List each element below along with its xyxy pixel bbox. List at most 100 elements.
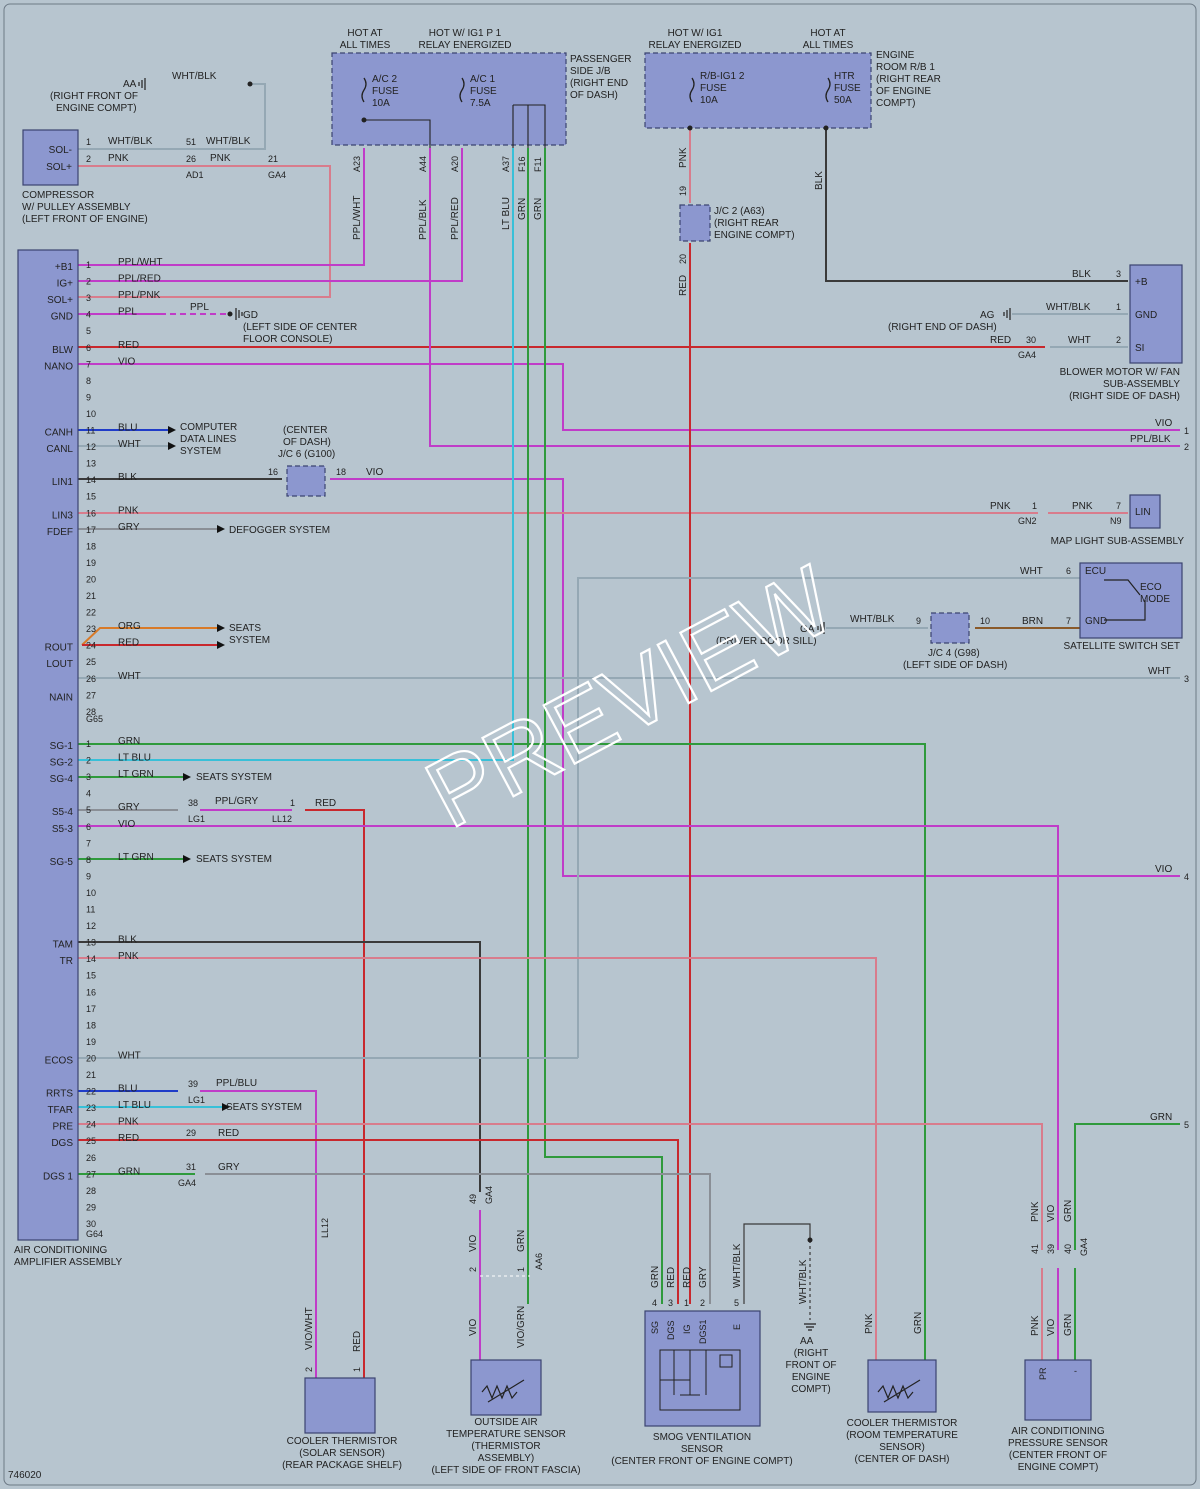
wire-label-grn: GRN	[650, 1266, 661, 1288]
pressure-sensor-box	[1024, 1359, 1092, 1421]
g64-pin-wire: GRY	[118, 802, 140, 813]
marks	[138, 78, 1011, 1331]
erb-fuse2-1: FUSE	[834, 83, 861, 94]
smog-internal-icon	[659, 1349, 741, 1411]
conn-lg1: LG1	[188, 814, 205, 824]
g65-pin-wire: BLK	[118, 472, 137, 483]
conn-ga4: GA4	[178, 1178, 196, 1188]
compressor-pin-sol-minus: SOL-	[49, 145, 72, 156]
g64-pin-number: 27	[86, 1169, 96, 1179]
g64-pin-number: 14	[86, 954, 96, 964]
blower-label-2: (RIGHT SIDE OF DASH)	[1069, 391, 1180, 402]
g64-pin-wire: LT GRN	[118, 852, 154, 863]
ground-aa-label: AA	[123, 79, 137, 90]
wire-label-ltblu: LT BLU	[501, 197, 512, 230]
g65-pin-number: 15	[86, 492, 96, 502]
map-light-label: MAP LIGHT SUB-ASSEMBLY	[1051, 536, 1185, 547]
conn-5: 5	[734, 1298, 739, 1308]
wire-label-gry: GRY	[218, 1162, 240, 1173]
wire-label-pnk: PNK	[864, 1313, 875, 1334]
blower-label-1: SUB-ASSEMBLY	[1103, 379, 1180, 390]
g65-pin-number: 23	[86, 624, 96, 634]
gd-label: GD	[243, 310, 258, 321]
pressure-label-1: PRESSURE SENSOR	[1008, 1438, 1108, 1449]
pjb-fuse2-1: FUSE	[470, 86, 497, 97]
conn-38: 38	[188, 798, 198, 808]
pressure-label-2: (CENTER FRONT OF	[1009, 1450, 1107, 1461]
conn-7: 7	[1116, 501, 1121, 511]
smog-pin-e: E	[732, 1324, 742, 1330]
g64-pin-number: 25	[86, 1136, 96, 1146]
g65-pin-number: 19	[86, 558, 96, 568]
g64-pin-number: 13	[86, 938, 96, 948]
wire-label-vio: VIO	[1046, 1319, 1057, 1336]
g65-pin-name: IG+	[57, 279, 74, 290]
seats-1: SYSTEM	[229, 635, 270, 646]
wire-label-viogrn: VIO/GRN	[516, 1306, 527, 1348]
wire-label-pnk: PNK	[1030, 1201, 1041, 1222]
wire-b1-pplwht	[78, 148, 365, 266]
wire-label-wht: WHT	[1020, 566, 1043, 577]
wire-label-pplblk: PPL/BLK	[418, 199, 429, 240]
g65-pin-number: 22	[86, 608, 96, 618]
wire-sg2-ltblu	[78, 148, 514, 761]
g65-pin-wire: PNK	[118, 505, 139, 516]
g65-pin-number: 1	[86, 260, 91, 270]
conn-39: 39	[1046, 1244, 1056, 1254]
g65-pin-number: 8	[86, 376, 91, 386]
preview-watermark: PREVIEW	[410, 546, 851, 849]
data-lines-0: COMPUTER	[180, 422, 237, 433]
conn-16: 16	[268, 467, 278, 477]
conn-ga4: GA4	[484, 1186, 494, 1204]
wire-compressor-whtblk	[78, 83, 266, 150]
header-hot-ig1b: RELAY ENERGIZED	[649, 40, 742, 51]
wire-dgs1-gry	[205, 1173, 711, 1304]
offpage-2: 2	[1184, 442, 1189, 452]
ground-aa-loc-1: ENGINE COMPT)	[56, 103, 137, 114]
conn-26: 26	[186, 154, 196, 164]
g64-pin-name: SG-4	[50, 774, 74, 785]
room-label-3: (CENTER OF DASH)	[855, 1454, 950, 1465]
pressure-pin-minus: -	[1074, 1366, 1077, 1376]
jc2-label-0: J/C 2 (A63)	[714, 206, 765, 217]
pjb-pin-a20: A20	[450, 156, 460, 172]
g65-pin-number: 7	[86, 359, 91, 369]
g64-pin-wire: PNK	[118, 951, 139, 962]
g65-pin-number: 12	[86, 442, 96, 452]
header-hot-all-times-2b: ALL TIMES	[803, 40, 854, 51]
conn-1: 1	[1116, 302, 1121, 312]
wire-label-ppl: PPL	[190, 302, 209, 313]
room-label-2: SENSOR)	[879, 1442, 925, 1453]
g64-pin-number: 26	[86, 1153, 96, 1163]
g65-pin-name: GND	[51, 312, 73, 323]
amplifier-box	[17, 249, 79, 1241]
g64-pin-number: 15	[86, 971, 96, 981]
jc4-1: (LEFT SIDE OF DASH)	[903, 660, 1007, 671]
offpage-1: 1	[1184, 426, 1189, 436]
jc6-0: (CENTER	[283, 425, 327, 436]
jc2-label-1: (RIGHT REAR	[714, 218, 779, 229]
pressure-label-0: AIR CONDITIONING	[1011, 1426, 1105, 1437]
seats-system-3: SEATS SYSTEM	[226, 1102, 302, 1113]
passenger-jb-box	[331, 52, 567, 146]
outside-label-2: (THERMISTOR	[471, 1441, 540, 1452]
conn-3: 3	[668, 1298, 673, 1308]
wire-label-vio: VIO	[1155, 418, 1172, 429]
components	[17, 52, 1183, 1434]
g65-pin-name: NANO	[44, 361, 73, 372]
g65-pin-wire: PPL/RED	[118, 274, 161, 285]
wire-label-whtblk: WHT/BLK	[798, 1259, 809, 1304]
gd-loc-1: FLOOR CONSOLE)	[243, 334, 332, 345]
wire-label-grn: GRN	[533, 198, 544, 220]
g65-pin-number: 24	[86, 641, 96, 651]
jc2-label-2: ENGINE COMPT)	[714, 230, 795, 241]
conn-ad1: AD1	[186, 170, 204, 180]
g65-pin-wire: PPL/PNK	[118, 290, 161, 301]
g65-pin-wire: ORG	[118, 621, 141, 632]
wire-label-whtblk: WHT/BLK	[1046, 302, 1091, 313]
wire-label-vio: VIO	[366, 467, 383, 478]
conn-31: 31	[186, 1162, 196, 1172]
jc6-box	[286, 465, 326, 497]
g65-pin-wire: PPL	[118, 307, 137, 318]
outside-label-1: TEMPERATURE SENSOR	[446, 1429, 566, 1440]
